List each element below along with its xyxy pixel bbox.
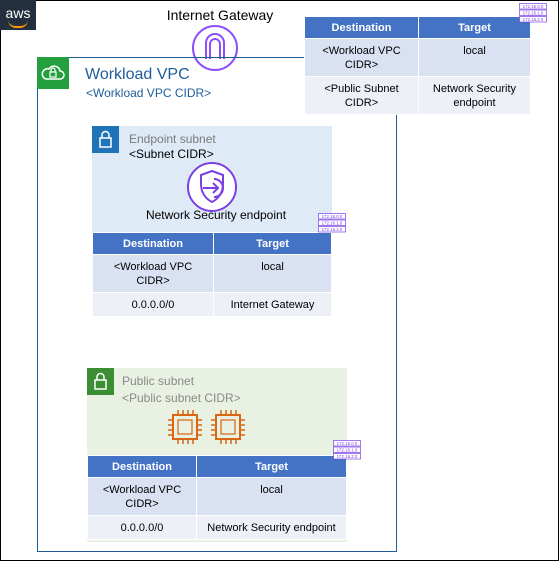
endpoint-subnet-cidr: <Subnet CIDR>	[129, 147, 214, 161]
route-table-icon-label: 172.16.0.0	[337, 441, 358, 446]
endpoint-route-table: Destination Target <Workload VPC CIDR> l…	[92, 232, 332, 317]
endpoint-subnet-title: Endpoint subnet	[129, 132, 216, 146]
route-table-icon-label: 172.16.0.0	[322, 214, 343, 219]
cell-target: Network Security endpoint	[196, 515, 347, 540]
vpc-title: Workload VPC	[85, 66, 190, 83]
cell-target: Network Security endpoint	[418, 76, 531, 115]
route-table-icon: 172.16.0.0 172.16.1.0 172.16.2.0	[519, 3, 547, 23]
column-header-target: Target	[213, 232, 332, 255]
igw-route-table: Destination Target <Workload VPC CIDR> l…	[304, 16, 531, 115]
network-security-endpoint-icon	[187, 162, 237, 212]
route-table-icon: 172.16.0.0 172.16.1.0 172.16.2.0	[333, 440, 361, 460]
public-route-table: Destination Target <Workload VPC CIDR> l…	[87, 455, 347, 540]
cell-destination: 0.0.0.0/0	[92, 292, 214, 317]
vpc-cidr: <Workload VPC CIDR>	[86, 86, 212, 100]
column-header-destination: Destination	[304, 16, 419, 39]
table-row: 0.0.0.0/0 Network Security endpoint	[87, 515, 347, 540]
cell-target: Internet Gateway	[213, 292, 332, 317]
table-row: <Workload VPC CIDR> local	[92, 254, 332, 293]
table-row: <Public Subnet CIDR> Network Security en…	[304, 76, 531, 115]
lock-icon	[87, 368, 114, 395]
cell-target: local	[418, 38, 531, 77]
cell-destination: <Workload VPC CIDR>	[92, 254, 214, 293]
cloud-icon	[37, 57, 69, 89]
cell-destination: 0.0.0.0/0	[87, 515, 197, 540]
route-table-icon-label: 172.16.1.0	[337, 448, 358, 453]
aws-smile-icon	[8, 20, 28, 28]
route-table-icon-label: 172.16.2.0	[322, 227, 343, 232]
table-row: <Workload VPC CIDR> local	[304, 38, 531, 77]
route-table-icon: 172.16.0.0 172.16.1.0 172.16.2.0	[318, 213, 346, 233]
table-row: 0.0.0.0/0 Internet Gateway	[92, 292, 332, 317]
internet-gateway-label: Internet Gateway	[166, 7, 274, 23]
route-table-icon-label: 172.16.2.0	[337, 454, 358, 459]
public-subnet-title: Public subnet	[122, 374, 195, 388]
route-table-icon-label: 172.16.2.0	[523, 17, 544, 22]
lock-icon	[92, 126, 119, 153]
cell-destination: <Workload VPC CIDR>	[304, 38, 419, 77]
aws-logo-text: aws	[5, 5, 31, 21]
column-header-target: Target	[418, 16, 531, 39]
internet-gateway-icon	[192, 25, 238, 71]
route-table-icon-label: 172.16.1.0	[322, 221, 343, 226]
column-header-destination: Destination	[87, 455, 197, 478]
route-table-icon-label: 172.16.0.0	[523, 4, 544, 9]
column-header-target: Target	[196, 455, 347, 478]
route-table-icon-label: 172.16.1.0	[523, 11, 544, 16]
cell-target: local	[196, 477, 347, 516]
column-header-destination: Destination	[92, 232, 214, 255]
ec2-instance-icon	[168, 410, 202, 444]
network-security-endpoint-label: Network Security endpoint	[145, 208, 287, 222]
cell-destination: <Workload VPC CIDR>	[87, 477, 197, 516]
vpc-container	[37, 57, 397, 552]
ec2-instance-icon	[211, 410, 245, 444]
cell-destination: <Public Subnet CIDR>	[304, 76, 419, 115]
aws-logo: aws	[0, 0, 36, 30]
table-row: <Workload VPC CIDR> local	[87, 477, 347, 516]
cell-target: local	[213, 254, 332, 293]
public-subnet-cidr: <Public subnet CIDR>	[122, 391, 241, 405]
